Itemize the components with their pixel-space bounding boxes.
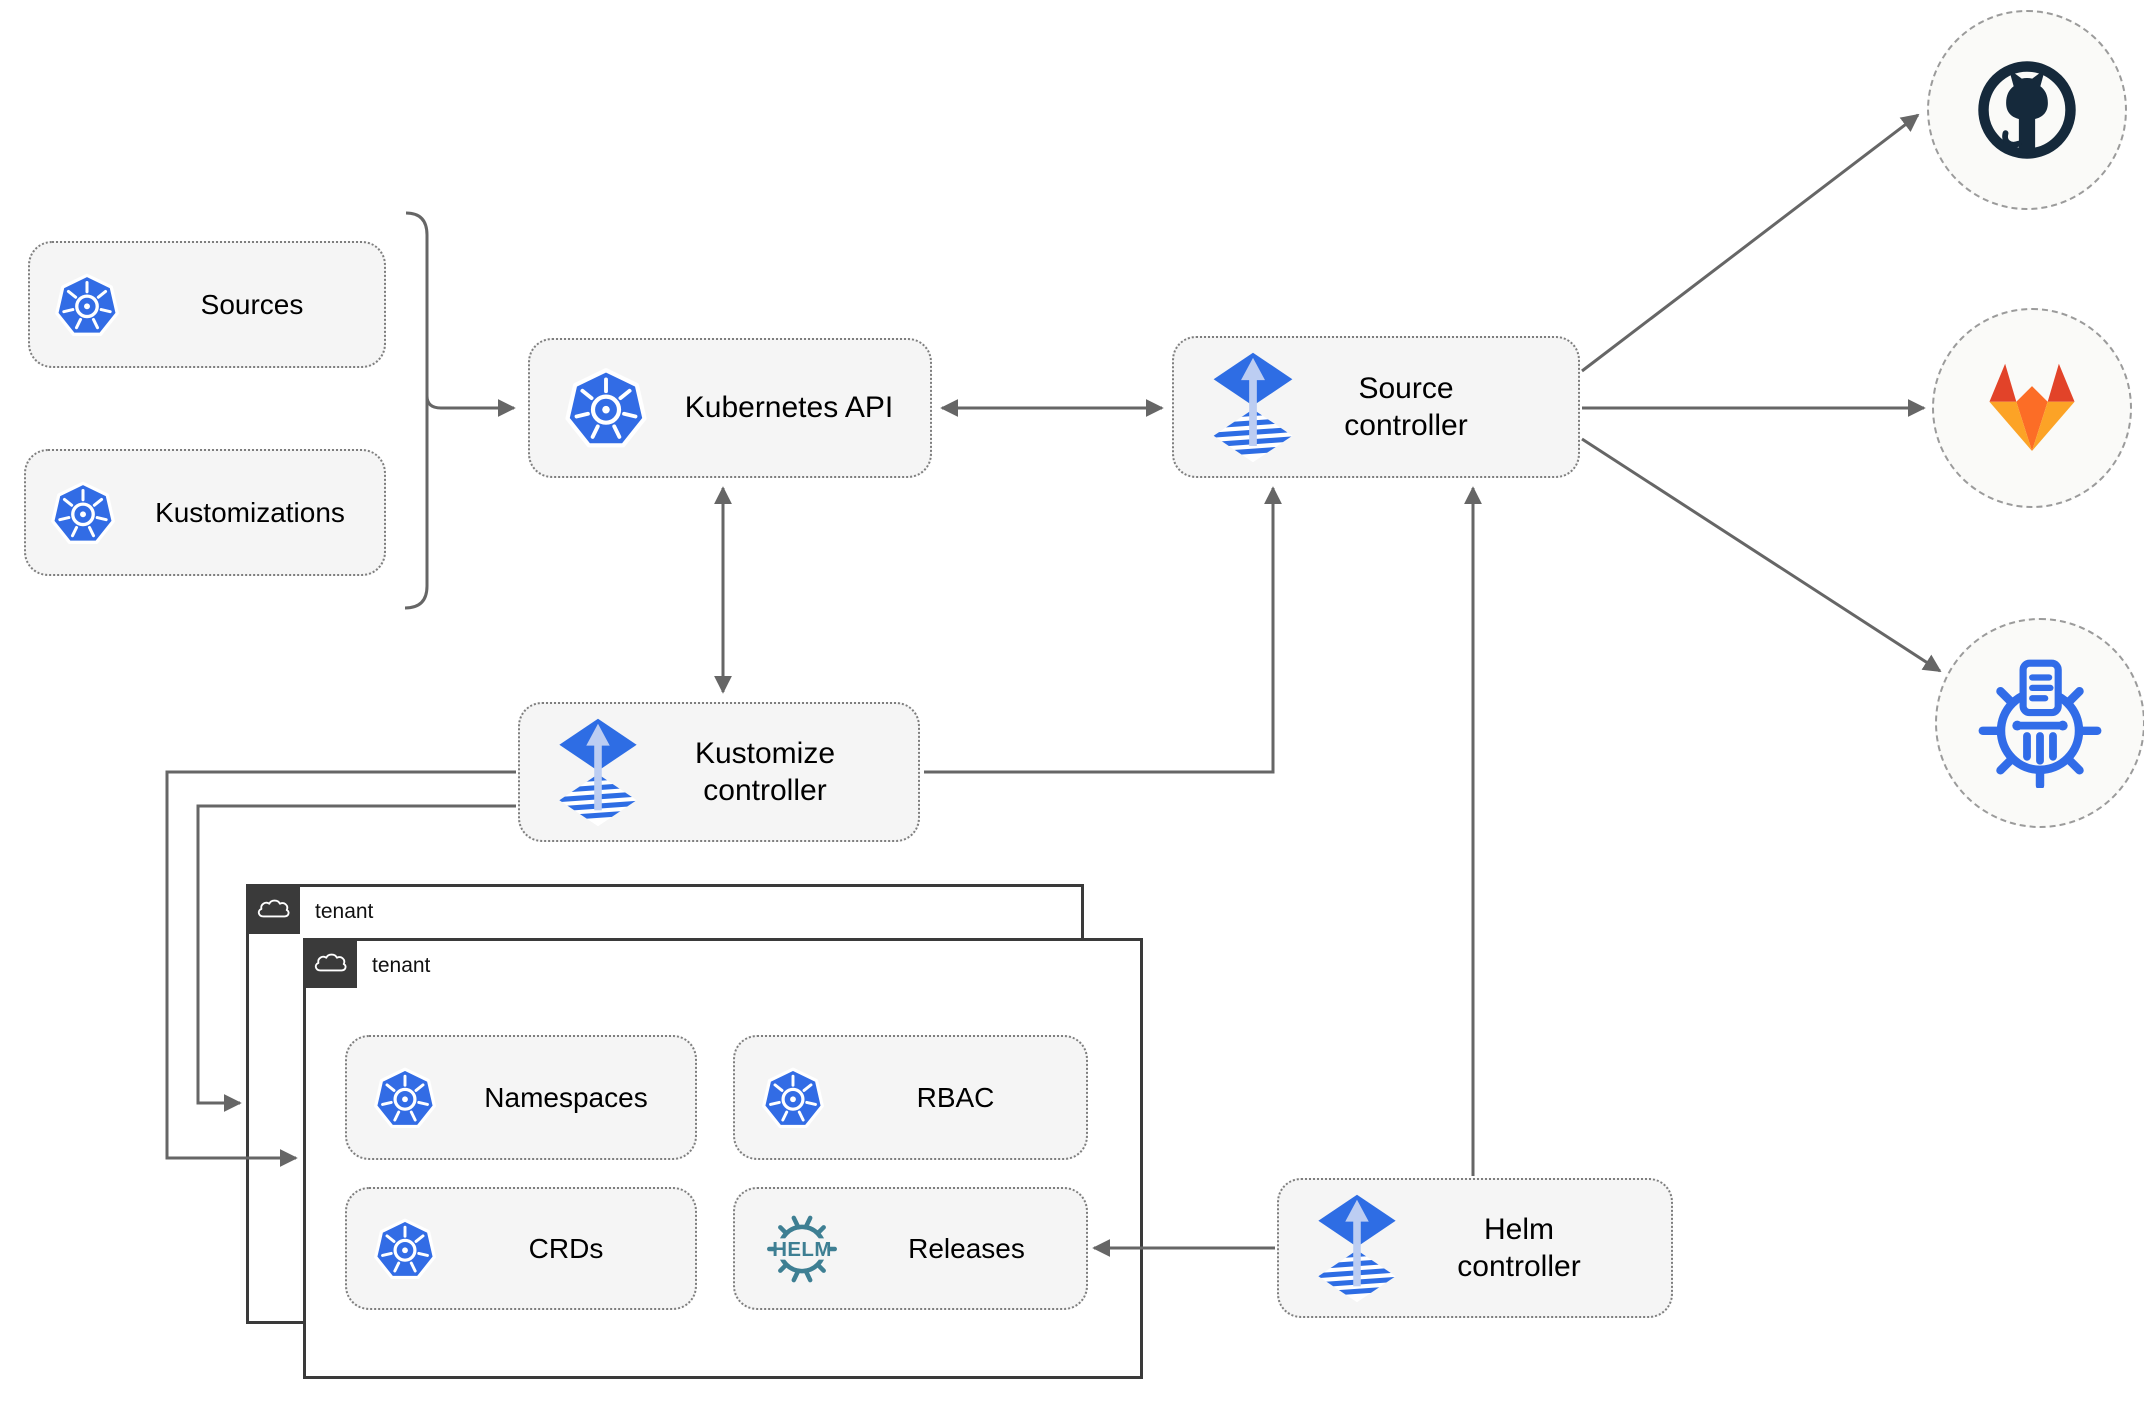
node-label: Helm controller bbox=[1457, 1212, 1581, 1284]
gitlab-icon bbox=[1976, 359, 2088, 458]
github-icon bbox=[1969, 52, 2085, 168]
kubernetes-icon bbox=[564, 366, 648, 450]
kubernetes-icon bbox=[761, 1066, 825, 1130]
node-label: Kustomize controller bbox=[694, 736, 836, 808]
node-kubernetes-api: Kubernetes API bbox=[528, 338, 932, 478]
helm-icon bbox=[757, 1208, 847, 1290]
tenant-label: tenant bbox=[315, 900, 374, 923]
kubernetes-icon bbox=[54, 272, 120, 338]
node-label: Kubernetes API bbox=[684, 391, 894, 425]
node-helm-controller: Helm controller bbox=[1277, 1178, 1673, 1318]
edge-source-controller-helm-repository bbox=[1581, 437, 1942, 673]
edge-kustomize-controller-source-controller bbox=[924, 486, 1282, 774]
node-label: Releases bbox=[908, 1233, 1025, 1264]
node-label: Sources bbox=[200, 289, 304, 320]
edge-source-controller-github bbox=[1581, 113, 1920, 373]
node-label: RBAC bbox=[916, 1082, 995, 1113]
edge-bracket-sources-kustomizations bbox=[404, 211, 429, 610]
node-label: Source controller bbox=[1344, 371, 1468, 443]
node-label: Kustomizations bbox=[155, 497, 345, 528]
cloud-icon bbox=[311, 948, 349, 978]
flux-icon bbox=[556, 717, 640, 828]
node-crds: CRDs bbox=[345, 1187, 697, 1310]
tenant-label: tenant bbox=[372, 954, 431, 977]
node-namespaces: Namespaces bbox=[345, 1035, 697, 1160]
cloud-icon bbox=[254, 894, 292, 924]
node-kustomize-controller: Kustomize controller bbox=[518, 702, 920, 842]
flux-icon bbox=[1315, 1193, 1399, 1304]
node-label: Namespaces bbox=[484, 1082, 648, 1113]
helm-repository-icon bbox=[1975, 658, 2105, 788]
tenant-tab bbox=[246, 884, 300, 934]
remote-helm-repository bbox=[1935, 618, 2144, 828]
node-label: CRDs bbox=[528, 1233, 604, 1264]
remote-github bbox=[1927, 10, 2127, 210]
node-source-controller: Source controller bbox=[1172, 336, 1580, 478]
node-releases: Releases bbox=[733, 1187, 1088, 1310]
node-kustomizations: Kustomizations bbox=[24, 449, 386, 576]
edge-inputs-to-kubernetes-api bbox=[425, 395, 516, 417]
kubernetes-icon bbox=[373, 1217, 437, 1281]
node-sources: Sources bbox=[28, 241, 386, 368]
node-rbac: RBAC bbox=[733, 1035, 1088, 1160]
remote-gitlab bbox=[1932, 308, 2132, 508]
kubernetes-icon bbox=[373, 1066, 437, 1130]
kubernetes-icon bbox=[50, 480, 116, 546]
tenant-tab bbox=[303, 938, 357, 988]
flux-icon bbox=[1210, 351, 1296, 464]
